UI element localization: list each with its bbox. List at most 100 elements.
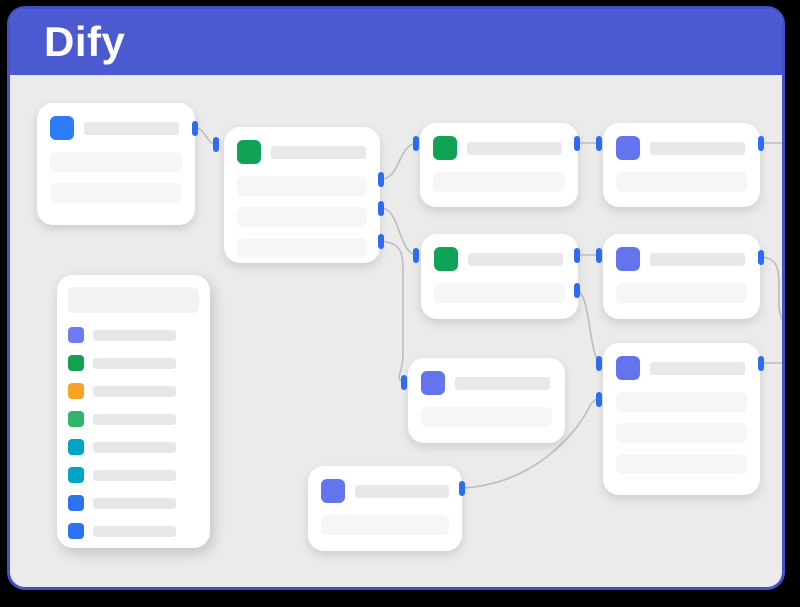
edge-node9-to-node8 — [461, 398, 600, 489]
edge-node2-to-node7 — [380, 240, 405, 383]
node-content-bar — [434, 283, 565, 303]
node-header-row — [421, 371, 552, 395]
workflow-node-2[interactable] — [224, 127, 380, 263]
indigo-node-icon — [616, 356, 640, 380]
indigo-block-icon — [68, 327, 84, 343]
palette-item-green-block[interactable] — [68, 355, 199, 371]
palette-item-label-bar — [93, 497, 176, 509]
palette-item-label-bar — [93, 385, 176, 397]
connector-handle[interactable] — [574, 248, 580, 263]
node-title-bar — [455, 376, 550, 390]
app-title: Dify — [44, 18, 126, 65]
edges-layer — [194, 127, 782, 489]
node-title-bar — [650, 252, 745, 266]
node-header-row — [433, 136, 565, 160]
connector-handle[interactable] — [596, 392, 602, 407]
palette-item-blue-block[interactable] — [68, 495, 199, 511]
connector-handle[interactable] — [213, 137, 219, 152]
orange-block-icon — [68, 383, 84, 399]
workflow-node-start[interactable] — [37, 103, 195, 225]
indigo-node-icon — [616, 247, 640, 271]
connector-handle[interactable] — [758, 356, 764, 371]
node-header-row — [237, 140, 367, 164]
workflow-node-7[interactable] — [408, 358, 565, 443]
green-node-icon — [237, 140, 261, 164]
palette-item-cyan-block[interactable] — [68, 439, 199, 455]
connector-handle[interactable] — [413, 248, 419, 263]
node-title-bar — [355, 484, 449, 498]
palette-search-bar[interactable] — [68, 287, 199, 313]
palette-item-label-bar — [93, 525, 176, 537]
palette-item-blue-block[interactable] — [68, 523, 199, 539]
connector-handle[interactable] — [192, 121, 198, 136]
palette-item-label-bar — [93, 329, 176, 341]
connector-handle[interactable] — [459, 481, 465, 496]
node-content-bar — [321, 515, 449, 535]
node-palette-panel — [57, 275, 210, 548]
green-block-icon — [68, 355, 84, 371]
node-content-bar — [433, 172, 565, 192]
canvas-stage[interactable] — [10, 9, 782, 587]
node-title-bar — [467, 141, 562, 155]
workflow-node-3[interactable] — [420, 123, 578, 207]
node-title-bar — [271, 145, 366, 159]
node-content-bar — [237, 207, 367, 227]
node-title-bar — [650, 141, 745, 155]
node-content-bar — [616, 454, 747, 474]
node-header-row — [50, 116, 182, 140]
node-content-bar — [616, 172, 747, 192]
node-title-bar — [84, 121, 179, 135]
workflow-node-4[interactable] — [603, 123, 760, 207]
blue-block-icon — [68, 523, 84, 539]
node-content-bar — [50, 183, 182, 203]
palette-item-label-bar — [93, 413, 176, 425]
blue-block-icon — [68, 495, 84, 511]
connector-handle[interactable] — [596, 356, 602, 371]
connector-handle[interactable] — [758, 250, 764, 265]
cyan-block-icon — [68, 439, 84, 455]
node-content-bar — [616, 423, 747, 443]
node-header-row — [616, 136, 747, 160]
node-content-bar — [237, 176, 367, 196]
indigo-node-icon — [421, 371, 445, 395]
workflow-node-9[interactable] — [308, 466, 462, 551]
workflow-node-5[interactable] — [421, 234, 578, 319]
node-content-bar — [237, 238, 367, 258]
connector-handle[interactable] — [378, 201, 384, 216]
connector-handle[interactable] — [574, 136, 580, 151]
connector-handle[interactable] — [574, 283, 580, 298]
palette-item-label-bar — [93, 469, 176, 481]
connector-handle[interactable] — [758, 136, 764, 151]
node-header-row — [434, 247, 565, 271]
workflow-node-8[interactable] — [603, 343, 760, 495]
connector-handle[interactable] — [378, 234, 384, 249]
palette-item-indigo-block[interactable] — [68, 327, 199, 343]
palette-item-mid-green-block[interactable] — [68, 411, 199, 427]
node-title-bar — [468, 252, 563, 266]
palette-item-label-bar — [93, 441, 176, 453]
node-content-bar — [421, 407, 552, 427]
node-content-bar — [616, 283, 747, 303]
node-header-row — [616, 247, 747, 271]
app-window: Dify — [7, 6, 785, 590]
palette-item-orange-block[interactable] — [68, 383, 199, 399]
palette-item-cyan-block[interactable] — [68, 467, 199, 483]
node-header-row — [321, 479, 449, 503]
connector-handle[interactable] — [401, 375, 407, 390]
workflow-node-6[interactable] — [603, 234, 760, 319]
node-content-bar — [616, 392, 747, 412]
green-node-icon — [434, 247, 458, 271]
node-title-bar — [650, 361, 745, 375]
edge-node2-to-node5 — [380, 207, 417, 256]
indigo-node-icon — [321, 479, 345, 503]
connector-handle[interactable] — [596, 136, 602, 151]
start-node-icon — [50, 116, 74, 140]
edge-node6-offscreen — [760, 256, 782, 321]
green-node-icon — [433, 136, 457, 160]
connector-handle[interactable] — [413, 136, 419, 151]
node-header-row — [616, 356, 747, 380]
connector-handle[interactable] — [596, 248, 602, 263]
edge-node5-to-node8 — [576, 289, 600, 364]
connector-handle[interactable] — [378, 172, 384, 187]
palette-item-label-bar — [93, 357, 176, 369]
